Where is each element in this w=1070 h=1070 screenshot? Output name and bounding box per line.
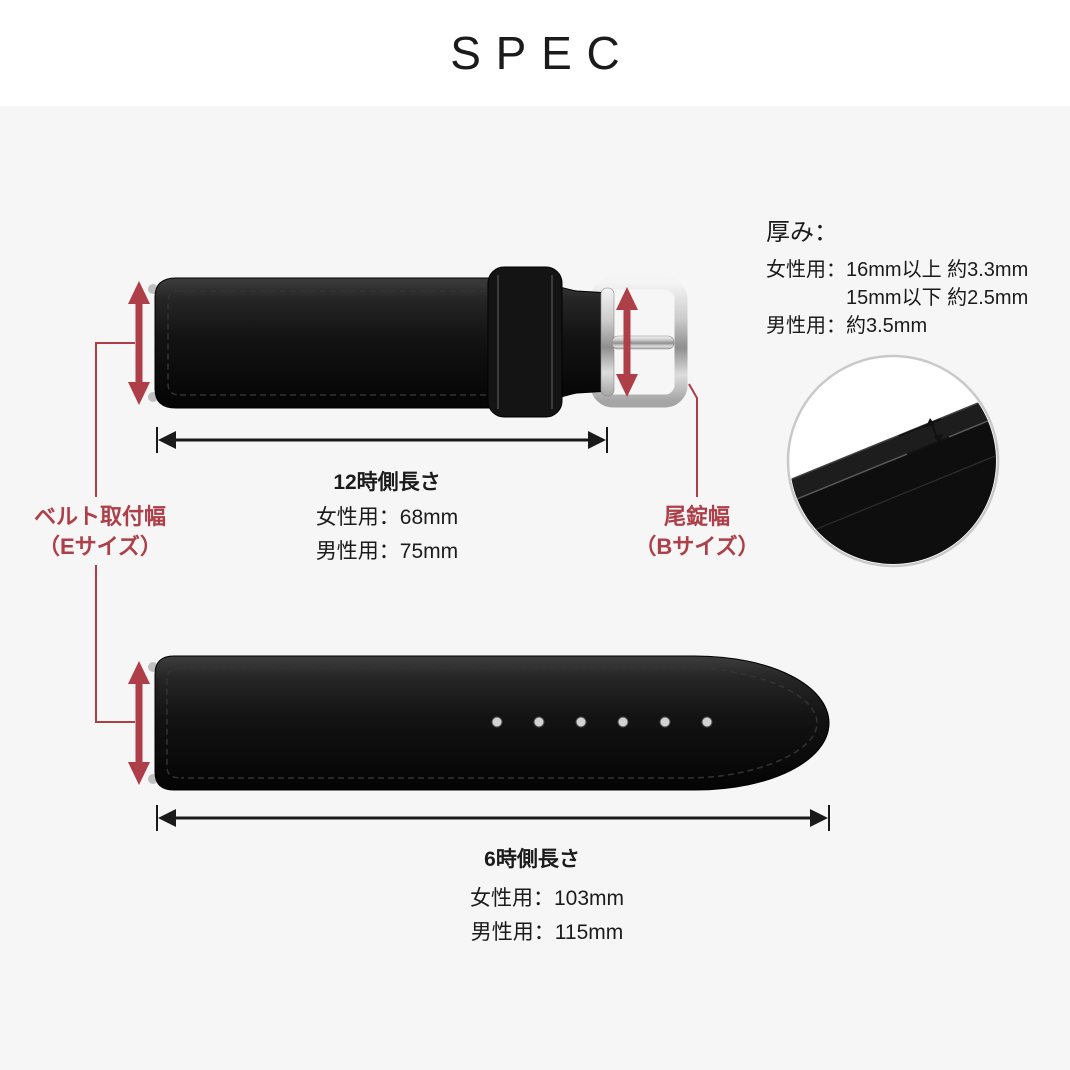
buckle-prong bbox=[611, 335, 675, 350]
belt-attachment-width-arrow-icon bbox=[128, 281, 150, 405]
length-12-male: 男性用：75mm bbox=[315, 540, 459, 563]
buckle-width-arrow-icon bbox=[616, 287, 638, 397]
strap-6-side-graphic bbox=[148, 655, 830, 791]
length-6-female: 女性用：103mm bbox=[469, 887, 625, 910]
page-title: SPEC bbox=[450, 27, 635, 79]
length-12-dimension-arrow-icon bbox=[156, 427, 608, 453]
length-12-title: 12時側長さ bbox=[333, 471, 441, 494]
header-band: SPEC bbox=[0, 0, 1070, 106]
belt-width-label-line1: ベルト取付幅 bbox=[33, 504, 166, 529]
length-6-male: 男性用：115mm bbox=[470, 921, 624, 944]
buckle-width-label: 尾錠幅 （Bサイズ） bbox=[612, 502, 782, 562]
thickness-line-female: 女性用：16mm以上 約3.3mm bbox=[766, 259, 1029, 281]
length-6-values: 女性用：103mm 男性用：115mm bbox=[417, 882, 677, 950]
buckle-width-connector-line bbox=[688, 383, 698, 497]
length-6-title: 6時側長さ bbox=[484, 848, 580, 871]
belt-width-connector-line bbox=[95, 342, 135, 723]
length-12-female: 女性用：68mm bbox=[315, 506, 459, 529]
thickness-note: 厚み： 女性用：16mm以上 約3.3mm 15mm以下 約2.5mm 男性用：… bbox=[766, 219, 1028, 340]
buckle-width-label-line1: 尾錠幅 bbox=[663, 504, 730, 529]
stitching-line bbox=[166, 667, 818, 779]
belt-attachment-width-label: ベルト取付幅 （Eサイズ） bbox=[15, 502, 185, 562]
belt-attachment-width-arrow-bottom-icon bbox=[128, 661, 150, 785]
thickness-title: 厚み： bbox=[766, 219, 838, 246]
belt-width-label-line2: （Eサイズ） bbox=[37, 534, 162, 559]
thickness-magnifier bbox=[786, 354, 1000, 568]
length-6-dimension-arrow-icon bbox=[156, 805, 830, 831]
buckle-width-label-line2: （Bサイズ） bbox=[634, 534, 760, 559]
strap-12-side-graphic bbox=[148, 266, 675, 418]
strap-keeper-loop bbox=[487, 266, 563, 418]
stitching-line bbox=[167, 290, 548, 396]
thickness-indicator-arrow-icon bbox=[898, 418, 950, 455]
strap-holes bbox=[491, 716, 713, 728]
thickness-line-female-2: 15mm以下 約2.5mm bbox=[846, 287, 1029, 309]
thickness-line-male: 男性用：約3.5mm bbox=[766, 315, 928, 337]
length-12-values: 女性用：68mm 男性用：75mm bbox=[257, 501, 517, 569]
